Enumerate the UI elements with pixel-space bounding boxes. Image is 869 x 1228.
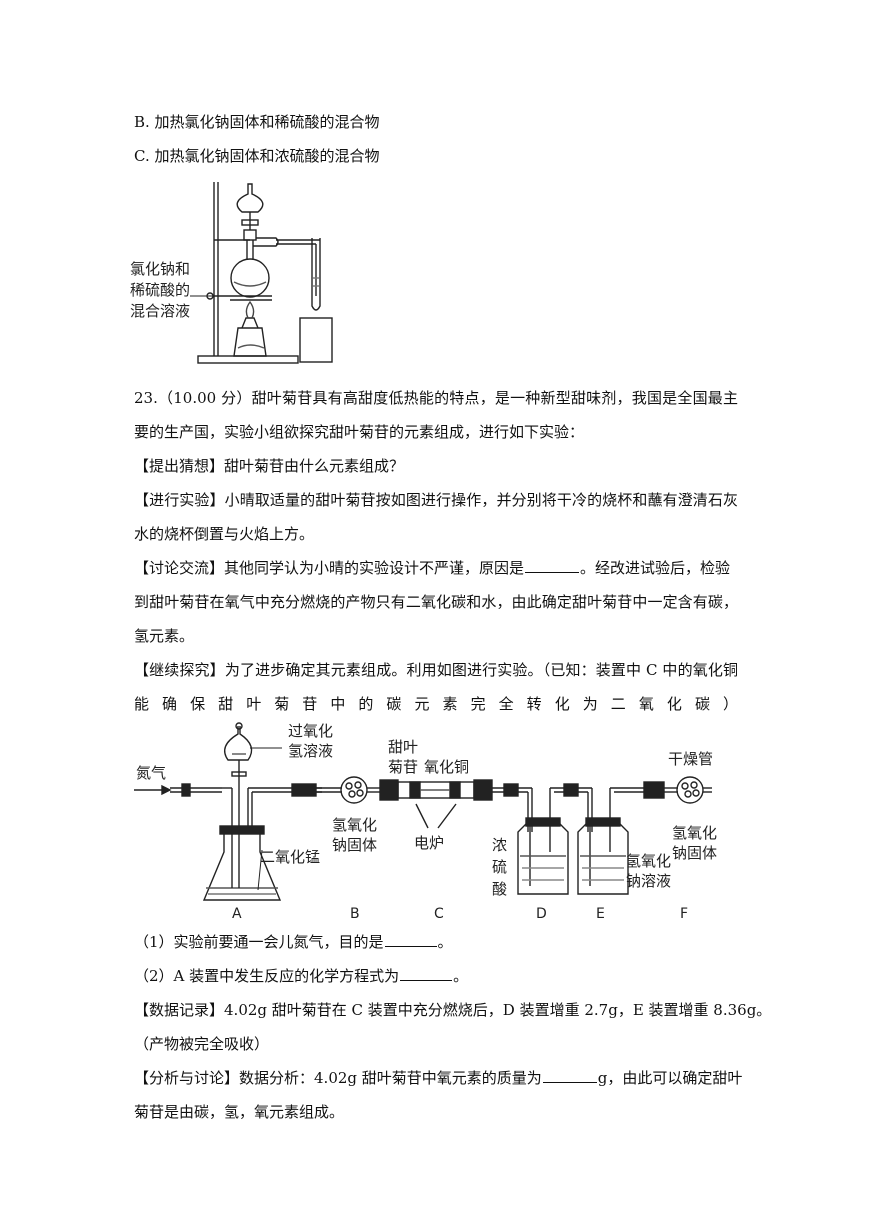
data-text: 4.02g 甜叶菊苷在 C 装置中充分燃烧后，D 装置增重 2.7g，E 装置增… [224,1001,772,1019]
hypothesis-tag: 【提出猜想】 [134,457,225,475]
experiment-text: 小晴取适量的甜叶菊苷按如图进行操作，并分别将干冷的烧杯和蘸有澄清石灰 [224,491,738,509]
answer-blank-purpose[interactable] [384,932,437,947]
label-e: E [596,906,605,922]
label-naoh-solution-2: 钠溶液 [626,872,671,890]
beaker [299,317,333,363]
stand-base [197,355,299,364]
sub2-text-b: 。 [453,967,469,985]
answer-blank-equation[interactable] [400,966,453,981]
label-f: F [680,906,688,922]
q23-continue-2: 能确保甜叶菊苷中的碳元素完全转化为二氧化碳） [134,695,738,713]
q23-experiment-2: 水的烧杯倒置与火焰上方。 [134,525,315,543]
label-h2o2-1: 过氧化 [288,722,333,740]
drying-bulb-b [340,776,368,804]
q23-analysis-2: 菊苷是由碳，氢，氧元素组成。 [134,1103,345,1121]
q23-hypothesis: 【提出猜想】甜叶菊苷由什么元素组成？ [134,456,404,476]
option-c: C. 加热氯化钠固体和浓硫酸的混合物 [134,147,380,165]
bottle-e [577,821,629,895]
q23-sub1: （1）实验前要通一会儿氮气，目的是 。 [134,932,453,952]
q23-analysis-1: 【分析与讨论】数据分析：4.02g 甜叶菊苷中氧元素的质量为 g，由此可以确定甜叶 [134,1068,742,1088]
analysis-tag: 【分析与讨论】 [134,1069,240,1087]
label-naoh-solid-f-2: 钠固体 [672,844,717,862]
data-tag: 【数据记录】 [134,1001,225,1019]
figure-apparatus-chain: 氮气 过氧化 氢溶液 二氧化锰 甜叶 菊苷 氧化铜 电炉 氢氧化 钠固体 浓 硫… [134,722,717,922]
label-naoh-solid-b-2: 钠固体 [332,836,377,854]
discussion-text-a: 其他同学认为小晴的实验设计不严谨，原因是 [224,559,525,577]
label-c: C [434,906,444,922]
sub2-text-a: （2）A 装置中发生反应的化学方程式为 [134,967,400,985]
q23-continue-1: 【继续探究】为了进步确定其元素组成。利用如图进行实验。（已知：装置中 C 中的氧… [134,660,738,680]
q23-experiment-1: 【进行实验】小晴取适量的甜叶菊苷按如图进行操作，并分别将干冷的烧杯和蘸有澄清石灰 [134,490,738,510]
label-naoh-solid-b-1: 氢氧化 [332,816,377,834]
conical-flask-a [202,830,282,901]
label-naoh-solid-f-1: 氢氧化 [672,824,717,842]
q23-discussion-3: 氢元素。 [134,627,195,645]
q23-intro-2: 要的生产国，实验小组欲探究甜叶菊苷的元素组成，进行如下实验： [134,423,585,441]
discussion-tag: 【讨论交流】 [134,559,225,577]
bottle-d [517,821,569,895]
label-mno2: 二氧化锰 [260,848,320,866]
label-nacl-3: 混合溶液 [130,302,190,320]
drying-bulb-f [676,776,704,804]
continue-tag: 【继续探究】 [134,661,225,679]
label-nacl-1: 氯化钠和 [130,260,190,278]
q23-intro-1: 23.（10.00 分）甜叶菊苷具有高甜度低热能的特点，是一种新型甜味剂，我国是… [134,389,738,407]
separatory-funnel-a [224,726,253,761]
label-furnace: 电炉 [414,834,444,852]
analysis-text-b: g，由此可以确定甜叶 [597,1069,743,1087]
experiment-tag: 【进行实验】 [134,491,225,509]
q23-discussion-2: 到甜叶菊苷在氧气中充分燃烧的产物只有二氧化碳和水，由此确定甜叶菊苷中一定含有碳， [134,593,738,611]
hypothesis-text: 甜叶菊苷由什么元素组成？ [224,457,405,475]
label-conc-h2so4-1: 浓 [492,836,507,854]
label-a: A [232,906,242,922]
test-tube [311,238,321,311]
figure-hcl-apparatus: 氯化钠和 稀硫酸的 混合溶液 [130,182,333,364]
label-stevia-1: 甜叶 [388,738,418,756]
label-cuo: 氧化铜 [424,758,469,776]
label-nacl-2: 稀硫酸的 [130,281,190,299]
q23-discussion-1: 【讨论交流】其他同学认为小晴的实验设计不严谨，原因是 。经改进试验后，检验 [134,558,730,578]
label-h2o2-2: 氢溶液 [288,742,333,760]
q23-data-2: （产物被完全吸收） [134,1035,270,1053]
round-flask [230,258,270,298]
label-conc-h2so4-2: 硫 [492,858,507,876]
label-conc-h2so4-3: 酸 [492,880,507,898]
alcohol-lamp [233,327,267,357]
sub1-text-a: （1）实验前要通一会儿氮气，目的是 [134,933,384,951]
analysis-text-a: 数据分析：4.02g 甜叶菊苷中氧元素的质量为 [239,1069,542,1087]
discussion-text-b: 。经改进试验后，检验 [580,559,731,577]
label-drying-tube: 干燥管 [668,750,713,768]
option-b: B. 加热氯化钠固体和稀硫酸的混合物 [134,113,380,131]
q23-data-1: 【数据记录】4.02g 甜叶菊苷在 C 装置中充分燃烧后，D 装置增重 2.7g… [134,1000,771,1020]
answer-blank-oxygen-mass[interactable] [542,1068,597,1083]
q23-sub2: （2）A 装置中发生反应的化学方程式为 。 [134,966,468,986]
label-nitrogen: 氮气 [136,764,166,782]
label-naoh-solution-1: 氢氧化 [626,852,671,870]
label-b: B [350,906,360,922]
label-stevia-2: 菊苷 [388,758,418,776]
answer-blank-reason[interactable] [525,558,580,573]
continue-text: 为了进步确定其元素组成。利用如图进行实验。（已知：装置中 C 中的氧化铜 [224,661,738,679]
separatory-funnel [236,183,264,213]
label-d: D [536,906,547,922]
sub1-text-b: 。 [437,933,453,951]
